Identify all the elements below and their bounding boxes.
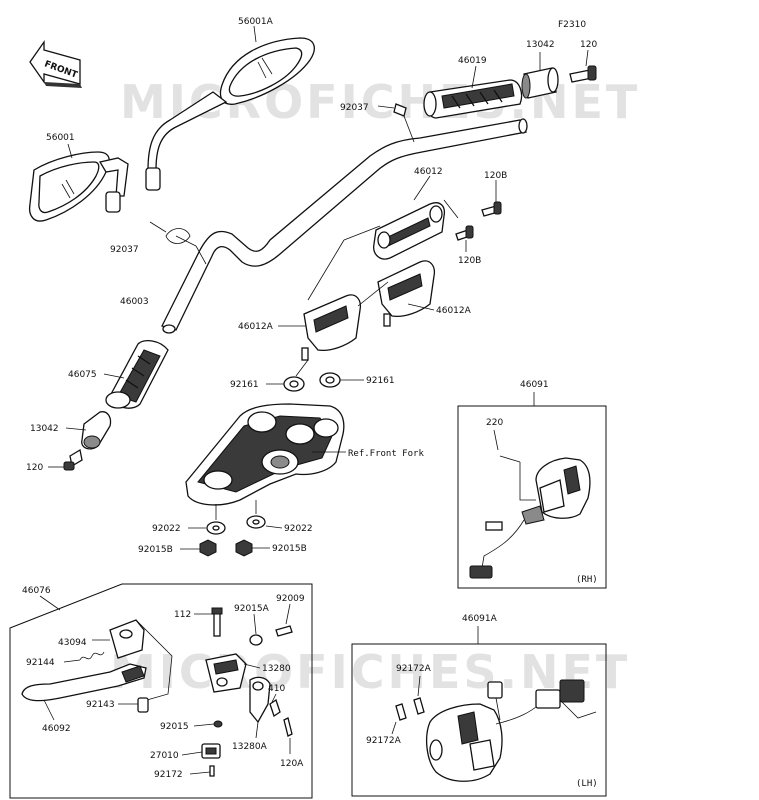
label-92009: 92009 [276,594,305,604]
label-112: 112 [174,610,191,620]
front-arrow-icon: FRONT [29,39,82,88]
label-27010: 27010 [150,751,179,761]
label-120-top: 120 [580,40,597,50]
label-92037-left: 92037 [110,245,139,255]
label-13280a: 13280A [232,742,268,752]
nut-right-icon [235,539,253,557]
label-46091: 46091 [520,380,549,390]
label-46019: 46019 [458,56,487,66]
label-92022-left: 92022 [152,524,181,534]
collar-icon [137,697,149,713]
clamp-13280-icon [205,653,247,693]
clamp-13280a-icon [249,676,271,724]
bolt-left-icon [63,448,83,471]
label-46075: 46075 [68,370,97,380]
bar-end-weight-left-icon [81,411,112,450]
label-46076: 46076 [22,586,51,596]
label-13042-left: 13042 [30,424,59,434]
label-92172a-bottom: 92172A [366,736,402,746]
clip-left-icon [165,228,197,247]
lever-box [9,583,313,799]
screw-92172-icon [209,765,215,777]
grip-left-icon [105,339,169,409]
label-13280: 13280 [262,664,291,674]
bolt-top-icon [569,65,597,83]
nut-left-icon [199,539,217,557]
label-92015: 92015 [160,722,189,732]
lh-switch-box [351,643,607,797]
rh-switch-box [457,405,607,589]
label-13042-top: 13042 [526,40,555,50]
part-410-icon [269,698,281,718]
lh-switch-icon [425,679,597,782]
ref-front-fork-label: Ref.Front Fork [348,449,424,459]
label-92143: 92143 [86,700,115,710]
label-92161-right: 92161 [366,376,395,386]
label-120b-lower: 120B [458,256,481,266]
label-92144: 92144 [26,658,55,668]
label-220: 220 [486,418,503,428]
spring-icon [79,651,105,661]
label-46091a: 46091A [462,614,498,624]
label-92037-top: 92037 [340,103,369,113]
label-f2310: F2310 [558,20,586,30]
grip-right-icon [423,79,523,119]
label-46092: 46092 [42,724,71,734]
label-120a: 120A [280,759,304,769]
bolt-120b-lower-icon [455,225,474,241]
label-56001a: 56001A [238,17,274,27]
mirror-left-icon [28,151,129,222]
label-46012a-left: 46012A [238,322,274,332]
mirror-right-icon [145,37,315,191]
lower-holder-left-icon [301,294,362,361]
label-92015b-right: 92015B [272,544,307,554]
label-43094: 43094 [58,638,87,648]
screw-92172a-top-icon [413,697,425,715]
label-120-left: 120 [26,463,43,473]
fork-bracket-icon [185,403,345,506]
lh-label: (LH) [576,779,598,789]
label-92015a: 92015A [234,604,270,614]
switch-27010-icon [201,743,221,759]
label-56001: 56001 [46,133,75,143]
screw-92009-icon [275,625,293,637]
bar-end-weight-right-icon [521,67,559,99]
label-92172a-top: 92172A [396,664,432,674]
washer-92015a-icon [249,634,263,646]
lower-holder-right-icon [377,260,436,327]
label-92161-left: 92161 [230,380,259,390]
label-46003: 46003 [120,297,149,307]
upper-clamp-icon [373,202,446,260]
label-410: 410 [268,684,285,694]
label-46012: 46012 [414,167,443,177]
label-120b-upper: 120B [484,171,507,181]
rh-label: (RH) [576,575,598,585]
lever-bracket-icon [109,619,145,659]
clutch-lever-icon [21,663,147,702]
screw-92172a-bottom-icon [395,703,407,721]
rh-switch-icon [469,457,591,579]
nut-92015-icon [213,720,223,728]
label-92172: 92172 [154,770,183,780]
screw-120a-icon [283,717,293,737]
bolt-120b-upper-icon [481,201,502,217]
bolt-112-icon [213,611,221,637]
label-92015b-left: 92015B [138,545,173,555]
label-92022-right: 92022 [284,524,313,534]
label-46012a-right: 46012A [436,306,472,316]
handlebar-icon [161,118,528,334]
